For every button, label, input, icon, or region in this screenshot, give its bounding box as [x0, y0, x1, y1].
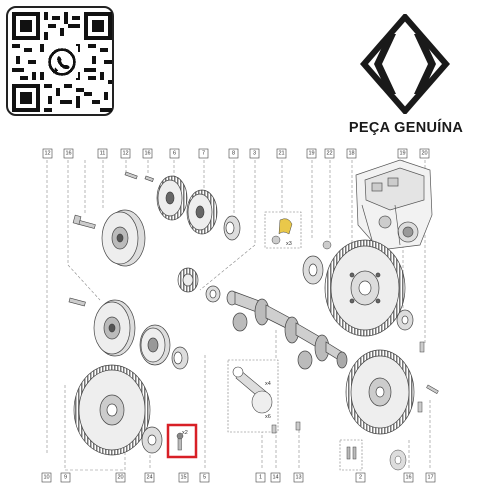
svg-text:14: 14 — [272, 475, 278, 481]
callout-label: 19 — [397, 148, 408, 159]
callout-label: 19 — [306, 148, 317, 159]
svg-text:5: 5 — [203, 475, 206, 481]
small-bolt-icon — [124, 171, 154, 182]
callout-label: 3 — [249, 148, 260, 159]
callout-label: 15 — [178, 472, 189, 483]
svg-text:12: 12 — [122, 151, 128, 157]
callout-label: 11 — [97, 148, 108, 159]
flange-ring-icon — [141, 426, 163, 454]
svg-text:24: 24 — [146, 475, 152, 481]
svg-text:6: 6 — [173, 151, 176, 157]
callout-label: 16 — [63, 148, 74, 159]
callout-label: 16 — [403, 472, 414, 483]
qr-code-card[interactable] — [6, 6, 114, 116]
spacer-ring-icon — [223, 215, 241, 241]
callout-label: 22 — [324, 148, 335, 159]
svg-text:20: 20 — [117, 475, 123, 481]
bottom-callouts: 10 9 20 24 15 5 1 14 13 2 16 17 — [41, 472, 436, 483]
svg-text:16: 16 — [144, 151, 150, 157]
callout-label: 5 — [199, 472, 210, 483]
crankshaft-pulley-icon — [93, 299, 136, 357]
callout-label: 12 — [42, 148, 53, 159]
timing-gear-icon — [156, 175, 188, 221]
flywheel-flange-icon — [302, 255, 324, 285]
callout-label: 8 — [228, 148, 239, 159]
small-gear-icon — [177, 267, 221, 303]
callout-label: 18 — [346, 148, 357, 159]
timing-gear-icon — [186, 189, 218, 235]
svg-text:2: 2 — [359, 475, 362, 481]
callout-label: 12 — [120, 148, 131, 159]
bolt-icon — [417, 341, 439, 413]
clutch-flywheel-icon — [345, 349, 415, 435]
callout-label: 13 — [293, 472, 304, 483]
callout-label: 9 — [60, 472, 71, 483]
damper-pulley-icon — [139, 324, 171, 366]
svg-text:19: 19 — [399, 151, 405, 157]
svg-text:7: 7 — [202, 151, 205, 157]
svg-text:22: 22 — [326, 151, 332, 157]
svg-text:17: 17 — [427, 475, 433, 481]
callout-label: 17 — [425, 472, 436, 483]
callout-label: 21 — [276, 148, 287, 159]
connecting-rod-card: x4 x6 — [227, 359, 279, 433]
svg-text:20: 20 — [421, 151, 427, 157]
svg-text:1: 1 — [259, 475, 262, 481]
flywheel-icon — [73, 364, 151, 456]
callout-label: 16 — [142, 148, 153, 159]
svg-text:16: 16 — [405, 475, 411, 481]
svg-text:10: 10 — [43, 475, 49, 481]
svg-text:13: 13 — [295, 475, 301, 481]
bolt-card — [339, 439, 407, 471]
callout-label: 24 — [144, 472, 155, 483]
flywheel-bolt-highlighted[interactable]: x2 — [166, 423, 198, 459]
bolt-icon — [68, 297, 86, 307]
svg-text:16: 16 — [65, 151, 71, 157]
callout-label: 20 — [419, 148, 430, 159]
svg-text:12: 12 — [44, 151, 50, 157]
svg-text:18: 18 — [348, 151, 354, 157]
callout-label: 1 — [255, 472, 266, 483]
svg-text:x6: x6 — [265, 414, 271, 420]
svg-text:x3: x3 — [286, 241, 292, 247]
bolt-icon — [72, 214, 96, 229]
engine-parts-exploded-diagram: 12 16 11 12 16 6 7 8 3 21 19 22 18 19 20 — [41, 148, 439, 483]
bearing-shells-icon: x3 — [264, 211, 302, 249]
svg-text:15: 15 — [180, 475, 186, 481]
svg-text:3: 3 — [253, 151, 256, 157]
engine-block-icon — [355, 159, 433, 251]
renault-diamond-logo — [360, 14, 450, 114]
flywheel-ring-gear-icon — [324, 239, 406, 337]
callout-label: 14 — [270, 472, 281, 483]
svg-text:11: 11 — [100, 151, 106, 157]
callout-label: 2 — [355, 472, 366, 483]
whatsapp-qr-code-icon — [12, 12, 112, 112]
crankshaft-icon — [226, 290, 348, 370]
crankshaft-pulley-icon — [101, 209, 146, 267]
svg-text:21: 21 — [278, 151, 284, 157]
svg-text:19: 19 — [308, 151, 314, 157]
genuine-part-caption: PEÇA GENUÍNA — [348, 120, 464, 136]
callout-label: 10 — [41, 472, 52, 483]
flywheel-ring-icon — [396, 309, 414, 331]
svg-text:x4: x4 — [265, 381, 271, 387]
callout-label: 20 — [115, 472, 126, 483]
nut-icon — [322, 240, 332, 250]
spacer-ring-icon — [171, 346, 189, 370]
callout-label: 7 — [198, 148, 209, 159]
svg-text:9: 9 — [64, 475, 67, 481]
callout-label: 6 — [169, 148, 180, 159]
top-callouts: 12 16 11 12 16 6 7 8 3 21 19 22 18 19 20 — [42, 148, 430, 159]
small-bolt-icon — [271, 421, 301, 434]
svg-text:8: 8 — [232, 151, 235, 157]
svg-text:x2: x2 — [182, 430, 188, 436]
